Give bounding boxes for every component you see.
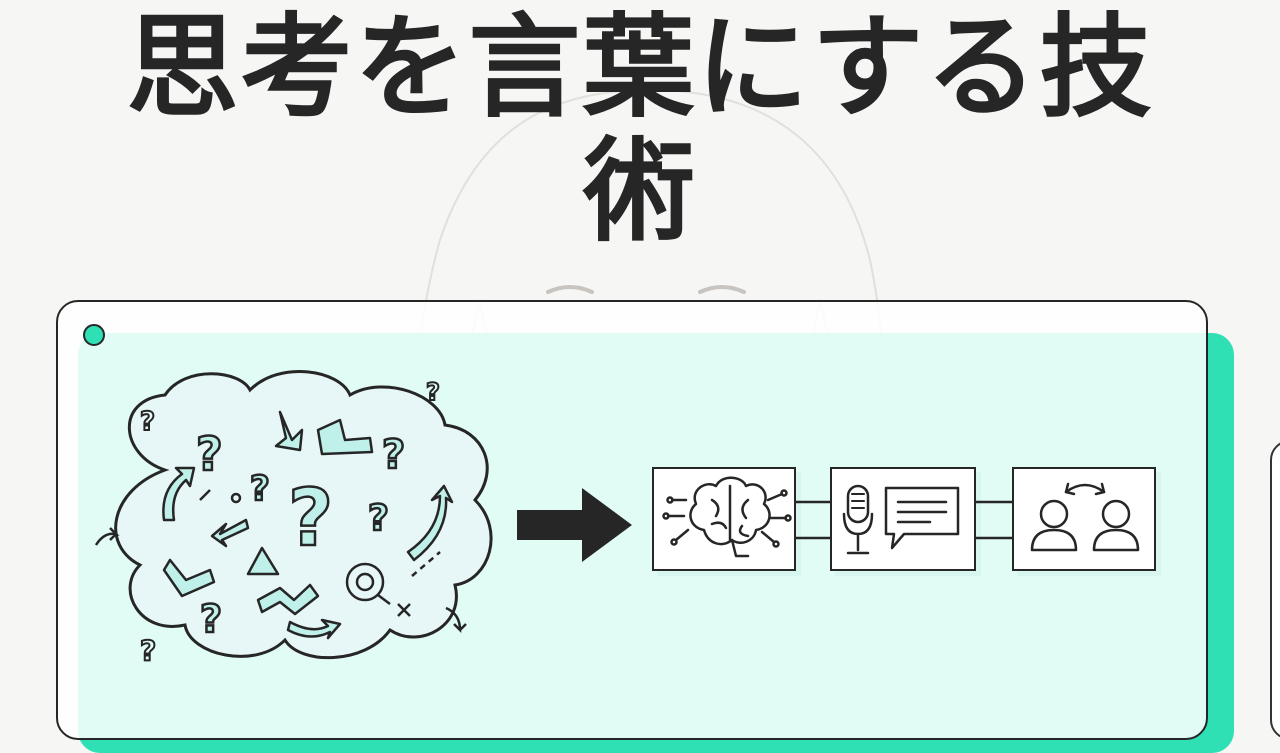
confused-thoughts-cloud-icon: ? ? ? ? ? ? ? ? ? [94, 370, 493, 668]
card-indicator-dot [83, 324, 105, 346]
svg-text:?: ? [140, 407, 155, 437]
svg-text:?: ? [426, 378, 440, 406]
svg-text:?: ? [288, 474, 333, 564]
two-people-exchange-icon [1030, 482, 1140, 552]
right-arrow-icon [517, 488, 632, 562]
brain-icon [662, 476, 792, 558]
svg-text:?: ? [200, 597, 222, 641]
page-title: 思考を言葉にする技 術 [0, 6, 1280, 254]
title-line-1: 思考を言葉にする技 [126, 3, 1154, 133]
svg-text:?: ? [140, 634, 156, 667]
title-line-2: 術 [583, 127, 697, 257]
microphone-speech-bubble-icon [842, 484, 960, 555]
illustration-layer: ? ? ? ? ? ? ? ? ? [94, 370, 1140, 668]
svg-text:?: ? [368, 498, 389, 539]
svg-text:?: ? [196, 427, 223, 481]
svg-text:?: ? [382, 432, 405, 478]
svg-text:?: ? [250, 469, 270, 509]
